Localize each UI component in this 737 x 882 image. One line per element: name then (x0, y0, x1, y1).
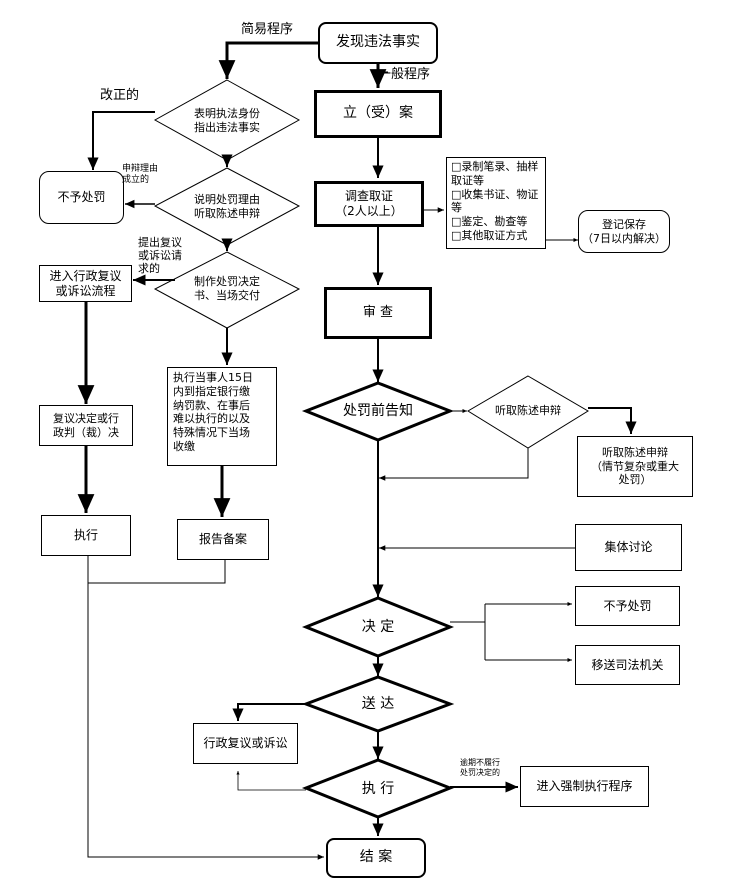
general-procedure-label: 一般程序 (378, 67, 431, 82)
no-penalty-simple-node: 不予处罚 (39, 171, 124, 224)
evidence-method-4: □其他取证方式 (451, 228, 528, 242)
review-node: 审 查 (324, 287, 432, 339)
report-node: 报告备案 (177, 519, 269, 560)
hearing-node: 听取陈述申辩 （情节复杂或重大 处罚） (577, 436, 693, 497)
simple-procedure-label: 简易程序 (241, 22, 294, 37)
deliver-label: 送 达 (361, 695, 395, 712)
transfer-judicial-node: 移送司法机关 (575, 645, 680, 685)
register-node: 登记保存 （7日以内解决） (578, 210, 670, 253)
line-corrected (87, 111, 155, 170)
pay-fine-node: 执行当事人15日 内到指定银行缴 纳罚款、在事后 难以执行的以及 特殊情况下当场… (167, 367, 277, 466)
evidence-method-1: □录制笔录、抽样取证等 (451, 160, 539, 187)
close-node: 结 案 (326, 838, 426, 878)
reason-label: 说明处罚理由 听取陈述申辩 (194, 192, 260, 220)
evidence-methods-box: □录制笔录、抽样取证等 □收集书证、物证等 □鉴定、勘查等 □其他取证方式 (446, 157, 546, 249)
pre-notice-label: 处罚前告知 (343, 402, 413, 419)
enforcement-node: 进入强制执行程序 (520, 766, 649, 807)
evidence-method-2: □收集书证、物证等 (451, 187, 539, 215)
collective-node: 集体讨论 (575, 524, 682, 571)
line-simple-to-close (87, 556, 324, 860)
appeal-request-label: 提出复议 或诉讼请 求的 (138, 236, 182, 276)
decision-book-label: 制作处罚决定 书、当场交付 (194, 274, 260, 302)
admin-review-node: 行政复议或诉讼 (193, 723, 298, 764)
review-decision-node: 复议决定或行 政判（裁）决 (39, 405, 133, 446)
corrected-label: 改正的 (100, 88, 140, 103)
line-start-to-simple (218, 41, 318, 79)
overdue-label: 逾期不履行 处罚决定的 (460, 758, 500, 777)
no-penalty-general-node: 不予处罚 (575, 586, 680, 626)
reason-established-label: 申辩理由 成立的 (122, 164, 159, 185)
start-node: 发现违法事实 (318, 22, 438, 64)
identity-label: 表明执法身份 指出违法事实 (194, 106, 260, 134)
hear-statement-label: 听取陈述申辩 (495, 403, 561, 417)
investigate-node: 调查取证 （2人以上） (314, 181, 424, 227)
evidence-method-3: □鉴定、勘查等 (451, 215, 528, 228)
execute-label: 执 行 (361, 780, 395, 797)
enter-review-node: 进入行政复议 或诉讼流程 (39, 265, 132, 302)
decide-label: 决 定 (361, 618, 395, 635)
filing-node: 立（受）案 (314, 90, 442, 138)
execute-simple-node: 执行 (41, 515, 131, 556)
